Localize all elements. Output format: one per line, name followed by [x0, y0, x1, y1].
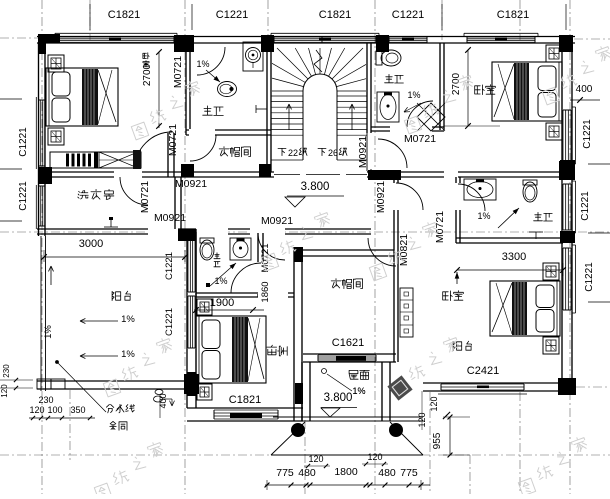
svg-text:1%: 1%: [352, 386, 365, 396]
svg-text:C1821: C1821: [229, 394, 261, 406]
svg-text:M0721: M0721: [139, 181, 151, 213]
svg-text:100: 100: [47, 405, 62, 415]
svg-text:1%: 1%: [43, 325, 54, 339]
svg-text:955: 955: [432, 432, 443, 449]
svg-text:M0821: M0821: [398, 234, 410, 266]
svg-text:M0921: M0921: [357, 136, 369, 168]
svg-text:120: 120: [29, 405, 44, 415]
svg-text:1%: 1%: [214, 276, 227, 286]
svg-text:M0921: M0921: [261, 215, 293, 227]
svg-text:3.800: 3.800: [324, 392, 353, 404]
svg-text:1%: 1%: [407, 90, 420, 100]
svg-text:C1821: C1821: [319, 9, 351, 21]
svg-text:120: 120: [367, 452, 382, 462]
svg-text:1%: 1%: [196, 59, 209, 69]
svg-text:400: 400: [576, 84, 593, 95]
svg-text:C1221: C1221: [164, 252, 175, 280]
svg-text:120: 120: [308, 454, 323, 464]
svg-text:775: 775: [400, 467, 418, 479]
svg-text:C1221: C1221: [18, 127, 29, 157]
svg-text:3.800: 3.800: [301, 181, 330, 193]
svg-text:22: 22: [288, 148, 298, 158]
svg-text:120: 120: [0, 384, 9, 398]
svg-text:C1221: C1221: [164, 308, 175, 336]
svg-text:1%: 1%: [121, 314, 135, 325]
svg-text:M0921: M0921: [154, 212, 186, 224]
svg-text:M0921: M0921: [375, 181, 387, 213]
svg-text:1900: 1900: [210, 297, 234, 309]
svg-text:C1821: C1821: [497, 9, 529, 21]
svg-text:1%: 1%: [477, 211, 490, 221]
svg-text:1%: 1%: [121, 349, 135, 360]
svg-text:M0721: M0721: [172, 56, 184, 88]
svg-text:480: 480: [298, 467, 316, 479]
svg-text:1800: 1800: [334, 466, 358, 478]
svg-text:3000: 3000: [79, 238, 103, 250]
svg-text:120: 120: [429, 396, 439, 411]
svg-text:2700: 2700: [451, 72, 462, 95]
svg-text:400: 400: [158, 393, 168, 408]
svg-text:C1221: C1221: [584, 262, 595, 292]
svg-text:C1621: C1621: [332, 337, 364, 349]
svg-text:350: 350: [70, 405, 85, 415]
svg-text:C1221: C1221: [582, 119, 593, 149]
svg-text:C1221: C1221: [216, 9, 248, 21]
svg-text:1860: 1860: [260, 281, 271, 302]
svg-text:M0721: M0721: [434, 211, 446, 243]
svg-text:C1221: C1221: [18, 181, 29, 211]
svg-text:775: 775: [276, 467, 294, 479]
svg-text:C1221: C1221: [392, 9, 424, 21]
svg-text:480: 480: [378, 467, 396, 479]
svg-text:26: 26: [328, 148, 338, 158]
svg-text:3300: 3300: [502, 251, 526, 263]
svg-text:C1821: C1821: [108, 9, 140, 21]
svg-text:2700: 2700: [142, 63, 153, 86]
svg-text:M0721: M0721: [167, 124, 179, 156]
svg-text:M0721: M0721: [404, 133, 436, 145]
svg-text:230: 230: [38, 395, 53, 405]
svg-text:C2421: C2421: [467, 365, 499, 377]
svg-text:M0921: M0921: [175, 178, 207, 190]
svg-text:C1221: C1221: [580, 191, 591, 221]
svg-text:230: 230: [2, 364, 11, 378]
